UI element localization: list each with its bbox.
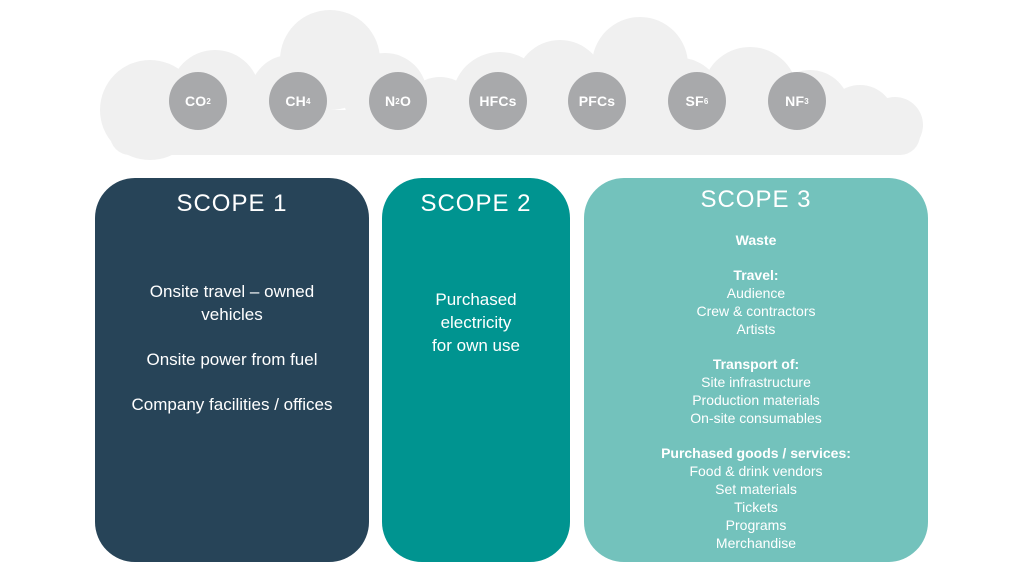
gas-label: SF (685, 93, 704, 109)
scope-1-item: Onsite power from fuel (95, 348, 369, 371)
gas-subscript: 3 (804, 96, 809, 106)
scope-1-item-line: Onsite travel – owned (149, 282, 315, 301)
scope-3-item: Artists (736, 321, 776, 337)
pfcs-gas-circle: PFCs (568, 72, 626, 130)
gas-label: N (384, 93, 396, 109)
gas-label: HFCs (479, 93, 517, 109)
scope-3-item: On-site consumables (690, 410, 822, 426)
gas-subscript: 6 (703, 96, 709, 106)
gas-subscript: 4 (305, 96, 311, 106)
scope-2-panel: SCOPE 2 Purchased electricity for own us… (382, 178, 570, 562)
scope-3-group-heading: Purchased goods / services: (661, 445, 851, 461)
scope-3-item: Crew & contractors (696, 303, 816, 319)
scope-3-item: Merchandise (715, 535, 797, 551)
scope-3-group-heading: Waste (735, 232, 777, 248)
scope-3-title: SCOPE 3 (700, 186, 812, 213)
scope-3-item: Programs (725, 517, 787, 533)
gas-subscript: 2 (395, 96, 400, 106)
scope-3-panel: SCOPE 3 Waste Travel: Audience Crew & co… (584, 178, 928, 562)
scope-1-item-line: Onsite power from fuel (146, 350, 318, 369)
scope-3-item: Set materials (715, 481, 797, 497)
scope-3-item: Food & drink vendors (689, 463, 823, 479)
scope-3-group-travel: Travel: Audience Crew & contractors Arti… (584, 266, 928, 338)
scope-3-group-transport: Transport of: Site infrastructure Produc… (584, 355, 928, 427)
scope-3-item: Tickets (734, 499, 778, 515)
gas-label: NF (785, 93, 805, 109)
scope-2-title: SCOPE 2 (420, 190, 532, 217)
scope-1-item-line: vehicles (201, 305, 263, 324)
scope-2-line: electricity (440, 313, 512, 332)
scope-3-group-waste: Waste (584, 231, 928, 249)
scope-3-item: Production materials (692, 392, 820, 408)
scope-3-group-purchased: Purchased goods / services: Food & drink… (584, 444, 928, 552)
scope-1-item: Company facilities / offices (95, 393, 369, 416)
scope-2-line: for own use (432, 336, 520, 355)
scope-1-panel: SCOPE 1 Onsite travel – owned vehicles O… (95, 178, 369, 562)
scope-1-title: SCOPE 1 (176, 190, 288, 217)
scope-3-items: Waste Travel: Audience Crew & contractor… (584, 231, 928, 569)
scope-3-item: Audience (726, 285, 786, 301)
scope-3-group-heading: Travel: (733, 267, 779, 283)
scope-1-item: Onsite travel – owned vehicles (95, 280, 369, 326)
scope-1-item-line: Company facilities / offices (131, 395, 333, 414)
scope-3-item: Site infrastructure (701, 374, 811, 390)
scope-2-line: Purchased (435, 290, 517, 309)
scope-2-items: Purchased electricity for own use (382, 288, 570, 357)
scope-3-group-heading: Transport of: (712, 356, 800, 372)
scope-1-items: Onsite travel – owned vehicles Onsite po… (95, 280, 369, 438)
gas-label: PFCs (578, 93, 616, 109)
hfcs-gas-circle: HFCs (469, 72, 527, 130)
gas-label: CH (285, 93, 306, 109)
gas-subscript: 2 (206, 96, 212, 106)
gas-label-tail: O (399, 93, 412, 109)
gas-label: CO (184, 93, 207, 109)
